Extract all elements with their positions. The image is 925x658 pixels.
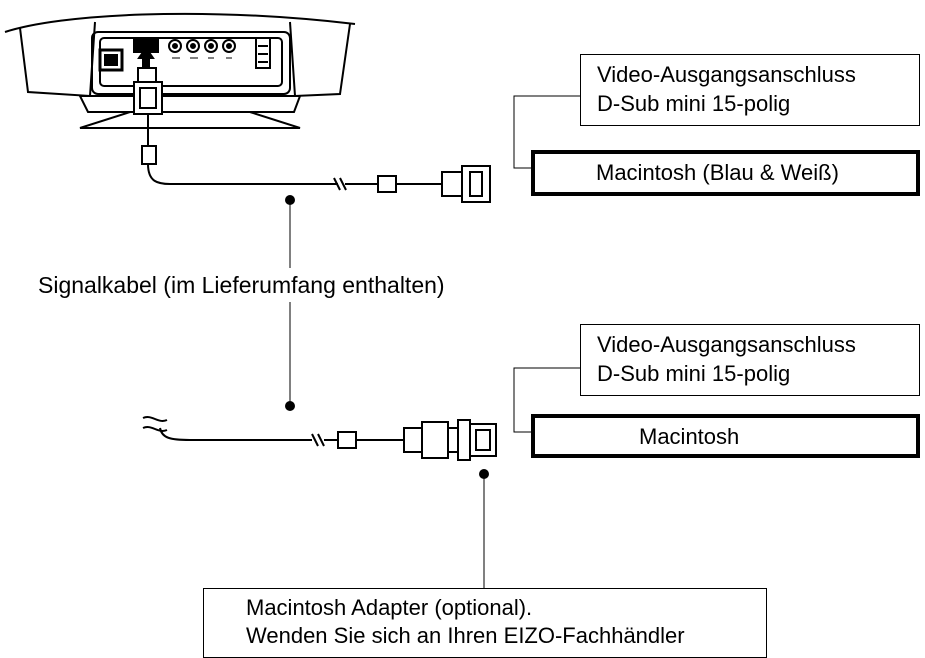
video-port-connector-1: D-Sub mini 15-polig: [597, 91, 791, 116]
signal-cable-upper: [133, 67, 491, 203]
video-port-box-1: Video-Ausgangsanschluss D-Sub mini 15-po…: [580, 54, 920, 126]
adapter-label: Macintosh Adapter (optional).: [246, 595, 533, 620]
callout-dots: [285, 195, 489, 479]
mac-blue-white-box: Macintosh (Blau & Weiß): [531, 150, 920, 196]
video-port-connector-2: D-Sub mini 15-polig: [597, 361, 791, 386]
signal-cable-lower: [142, 416, 497, 461]
monitor-rear-illustration: [4, 12, 356, 129]
adapter-dealer-note: Wenden Sie sich an Ihren EIZO-Fachhändle…: [246, 623, 685, 648]
signal-cable-label: Signalkabel (im Lieferumfang enthalten): [38, 272, 445, 298]
adapter-box: Macintosh Adapter (optional). Wenden Sie…: [203, 588, 767, 658]
mac-box: Macintosh: [531, 414, 920, 458]
callout-lines: [289, 95, 580, 588]
video-port-label-1: Video-Ausgangsanschluss: [597, 62, 856, 87]
video-port-label-2: Video-Ausgangsanschluss: [597, 332, 856, 357]
mac-blue-white-label: Macintosh (Blau & Weiß): [596, 160, 839, 185]
video-port-box-2: Video-Ausgangsanschluss D-Sub mini 15-po…: [580, 324, 920, 396]
mac-label: Macintosh: [639, 424, 740, 449]
